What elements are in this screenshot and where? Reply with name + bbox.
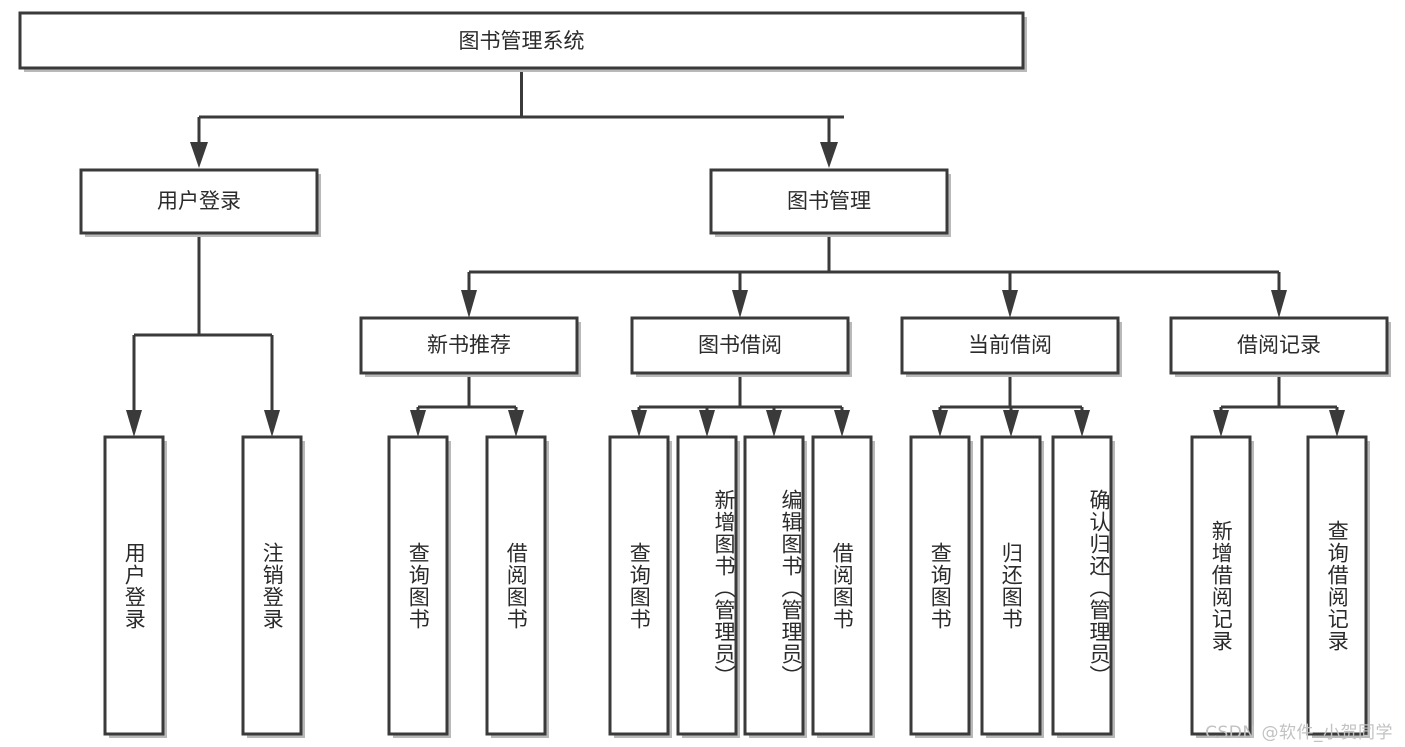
csdn-watermark: CSDN @软件_小贺同学: [1205, 723, 1393, 743]
arrow-head-leaf-user-login: [126, 410, 142, 437]
node-leaf-borrow-book-1-box[interactable]: [485, 435, 547, 736]
arrow-head-leaf-add-book: [699, 410, 715, 437]
node-book-management-label: 图书管理: [787, 189, 871, 213]
arrow-head-current-borrow: [1002, 290, 1018, 318]
connector-layer: [126, 68, 1345, 437]
node-leaf-query-book-2-box[interactable]: [608, 435, 670, 736]
arrow-head-leaf-add-record: [1213, 410, 1229, 437]
node-new-book-recommend-label: 新书推荐: [427, 333, 511, 357]
arrow-head-leaf-query-book-2: [631, 410, 647, 437]
node-layer: 图书管理系统 用户登录 图书管理 新书推荐 图书借阅 当前借阅 借阅记录: [18, 11, 1391, 738]
node-current-borrow-label: 当前借阅: [968, 333, 1052, 357]
node-borrow-record-label: 借阅记录: [1237, 333, 1321, 357]
node-leaf-return-book-box[interactable]: [980, 435, 1042, 736]
node-leaf-query-book-1-box[interactable]: [387, 435, 449, 736]
arrow-head-new-book-recommend: [461, 290, 477, 318]
arrow-head-leaf-logout: [264, 410, 280, 437]
node-root-label: 图书管理系统: [459, 29, 585, 53]
node-borrow-record-box[interactable]: [1169, 316, 1389, 375]
node-leaf-edit-book-box[interactable]: [743, 435, 805, 736]
arrow-head-user-login: [190, 142, 208, 168]
node-book-management-box[interactable]: [709, 168, 949, 235]
node-root-box[interactable]: [18, 11, 1025, 70]
node-leaf-add-book-box[interactable]: [676, 435, 738, 736]
node-leaf-confirm-return-box[interactable]: [1051, 435, 1113, 736]
arrow-head-leaf-borrow-book-1: [508, 410, 524, 437]
node-leaf-query-record-box[interactable]: [1306, 435, 1368, 736]
arrow-head-leaf-confirm-return: [1074, 410, 1090, 437]
node-book-borrow-label: 图书借阅: [698, 333, 782, 357]
arrow-head-book-management: [820, 142, 838, 168]
node-leaf-logout-box[interactable]: [241, 435, 303, 736]
arrow-head-leaf-borrow-book-2: [834, 410, 850, 437]
node-book-borrow-box[interactable]: [630, 316, 850, 375]
node-leaf-user-login-box[interactable]: [103, 435, 165, 736]
arrow-head-borrow-record: [1271, 290, 1287, 318]
node-current-borrow-box[interactable]: [900, 316, 1120, 375]
arrow-head-leaf-query-record: [1329, 410, 1345, 437]
node-leaf-query-book-3-box[interactable]: [909, 435, 971, 736]
node-new-book-recommend-box[interactable]: [359, 316, 579, 375]
node-user-login-box[interactable]: [79, 168, 319, 235]
arrow-head-leaf-query-book-1: [410, 410, 426, 437]
arrow-head-book-borrow: [732, 290, 748, 318]
node-leaf-add-record-box[interactable]: [1190, 435, 1252, 736]
arrow-head-leaf-return-book: [1003, 410, 1019, 437]
arrow-head-leaf-edit-book: [766, 410, 782, 437]
arrow-head-leaf-query-book-3: [932, 410, 948, 437]
node-leaf-borrow-book-2-box[interactable]: [811, 435, 873, 736]
node-user-login-label: 用户登录: [157, 189, 241, 213]
